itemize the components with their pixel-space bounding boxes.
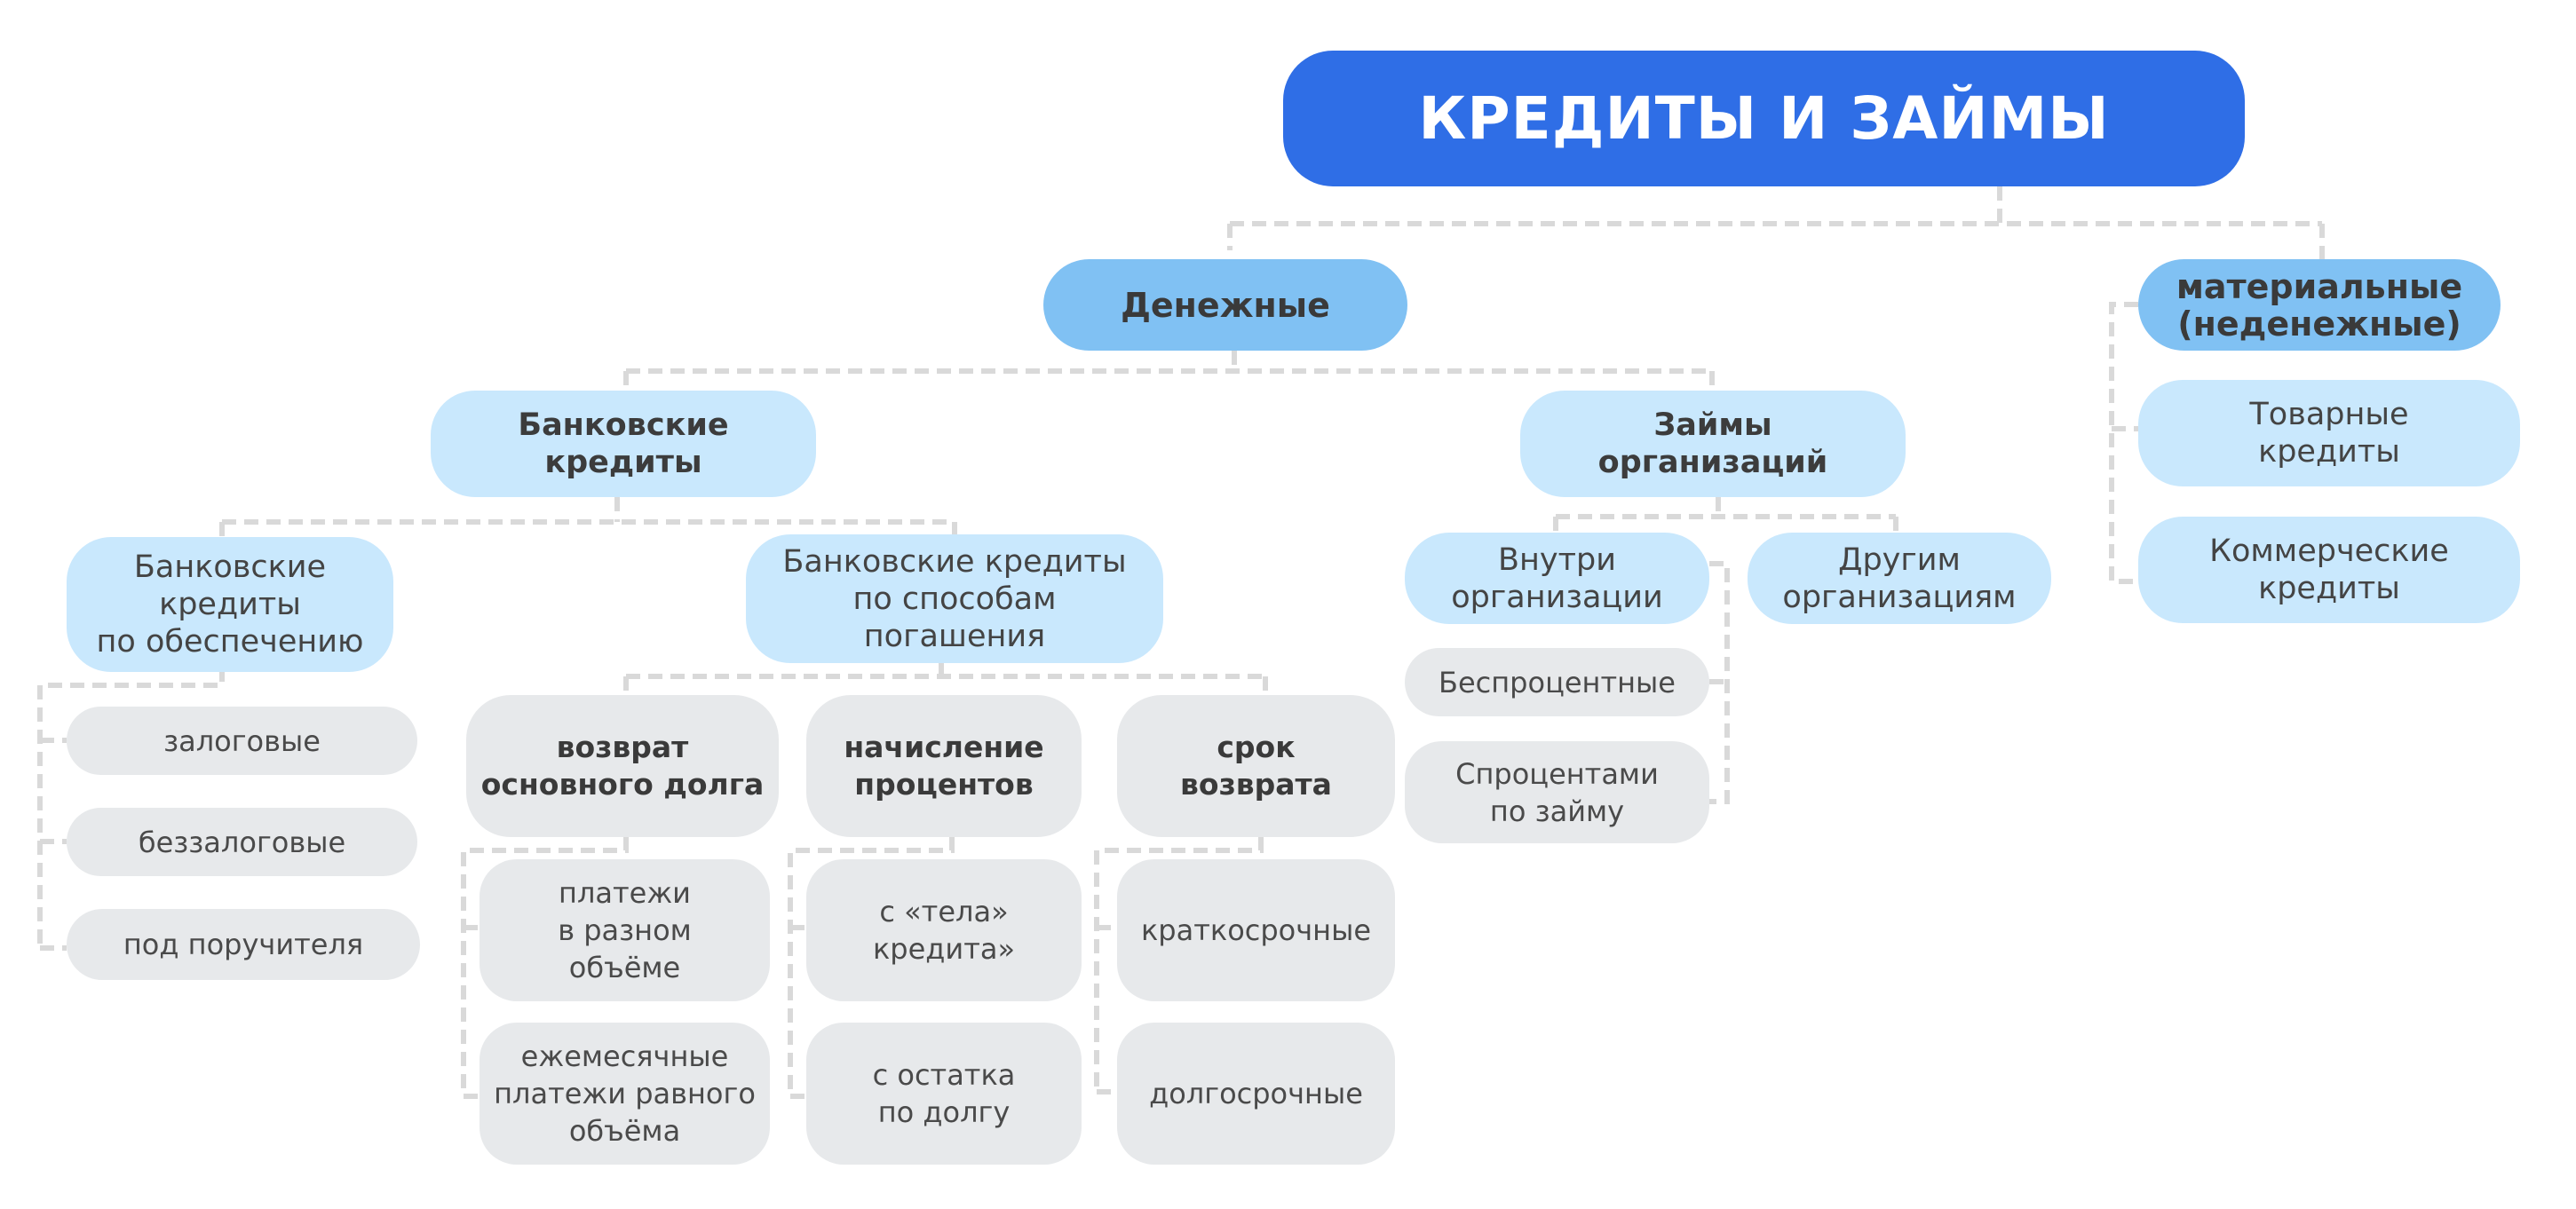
external-node: Другим организациям xyxy=(1748,533,2051,624)
root-node: КРЕДИТЫ И ЗАЙМЫ xyxy=(1283,51,2245,186)
connector-material xyxy=(2109,302,2138,584)
principal-item: платежи в разном объёме xyxy=(480,859,770,1001)
bank-credits-node: Банковские кредиты xyxy=(431,391,816,497)
internal-item: Беспроцентные xyxy=(1405,648,1709,716)
material-item: Товарные кредиты xyxy=(2138,380,2520,486)
internal-item: Спроцентами по займу xyxy=(1405,741,1709,843)
principal-item: ежемесячные платежи равного объёма xyxy=(480,1023,770,1165)
material-item: Коммерческие кредиты xyxy=(2138,517,2520,623)
security-item: залоговые xyxy=(67,707,417,775)
material-node: материальные (неденежные) xyxy=(2138,259,2501,351)
by-repayment-node: Банковские кредиты по способам погашения xyxy=(746,534,1163,663)
principal-category: возврат основного долга xyxy=(466,695,779,837)
interest-category: начисление процентов xyxy=(806,695,1082,837)
connector-repayment xyxy=(623,663,1268,695)
by-security-node: Банковские кредиты по обеспечению xyxy=(67,537,393,672)
connector-root xyxy=(1227,186,2325,259)
internal-node: Внутри организации xyxy=(1405,533,1709,624)
interest-item: с остатка по долгу xyxy=(806,1023,1082,1165)
connector-internal xyxy=(1709,561,1730,804)
monetary-node: Денежные xyxy=(1043,259,1407,351)
security-item: беззалоговые xyxy=(67,808,417,876)
term-item: краткосрочные xyxy=(1117,859,1395,1001)
connector-principal xyxy=(461,837,629,1099)
connector-security xyxy=(37,668,225,951)
term-category: срок возврата xyxy=(1117,695,1395,837)
connector-bank xyxy=(219,497,957,537)
security-item: под поручителя xyxy=(67,909,420,980)
term-item: долгосрочные xyxy=(1117,1023,1395,1165)
connector-term xyxy=(1094,837,1264,1094)
org-loans-node: Займы организаций xyxy=(1520,391,1906,497)
connector-interest xyxy=(788,837,955,1099)
connector-org xyxy=(1553,497,1898,533)
interest-item: с «тела» кредита» xyxy=(806,859,1082,1001)
connector-monetary xyxy=(623,351,1715,391)
